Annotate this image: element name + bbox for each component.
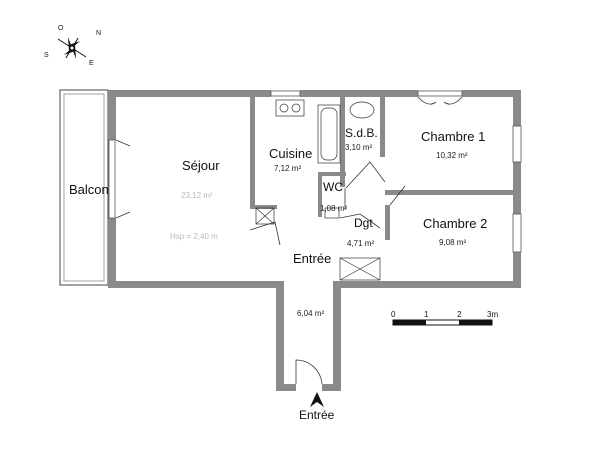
room-cuisine-area: 7,12 m² bbox=[274, 164, 302, 173]
windows bbox=[108, 90, 522, 253]
room-wc-label: WC bbox=[323, 180, 343, 194]
room-sdb-area: 3,10 m² bbox=[345, 143, 373, 152]
room-dgt-label: Dgt bbox=[354, 216, 373, 230]
room-chambre1-label: Chambre 1 bbox=[421, 129, 486, 144]
room-sejour-height: Hsp = 2,40 m bbox=[170, 232, 218, 241]
compass-west: O bbox=[58, 25, 64, 32]
room-entree-label: Entrée bbox=[293, 251, 332, 266]
scale-tick: 2 bbox=[457, 310, 462, 319]
room-sejour-area: 23,12 m² bbox=[181, 191, 213, 200]
room-chambre1-area: 10,32 m² bbox=[436, 151, 468, 160]
room-chambre2-area: 9,08 m² bbox=[439, 238, 467, 247]
scale-tick: 1 bbox=[424, 310, 429, 319]
room-dgt-area: 4,71 m² bbox=[347, 239, 375, 248]
compass-rose bbox=[57, 37, 87, 59]
room-chambre2-label: Chambre 2 bbox=[423, 216, 488, 231]
scale-bar bbox=[392, 319, 493, 326]
room-cuisine-label: Cuisine bbox=[269, 146, 313, 161]
room-entree-area: 6,04 m² bbox=[297, 309, 325, 318]
room-sejour-label: Séjour bbox=[182, 158, 220, 173]
room-sdb-label: S.d.B. bbox=[345, 126, 378, 140]
fixtures bbox=[255, 99, 381, 281]
compass-south: S bbox=[44, 52, 49, 59]
room-wc-area: 1,08 m² bbox=[320, 204, 348, 213]
interior-walls bbox=[250, 97, 513, 240]
entrance-label: Entrée bbox=[299, 408, 335, 422]
compass-east: E bbox=[89, 60, 94, 67]
scale-tick: 0 bbox=[391, 310, 396, 319]
room-balcon-label: Balcon bbox=[69, 182, 109, 197]
exterior-walls bbox=[108, 90, 521, 391]
compass-north: N bbox=[96, 30, 102, 37]
doors bbox=[115, 96, 463, 385]
balcony bbox=[59, 89, 109, 286]
entrance-arrow-icon bbox=[310, 392, 324, 407]
scale-tick: 3m bbox=[487, 310, 499, 319]
